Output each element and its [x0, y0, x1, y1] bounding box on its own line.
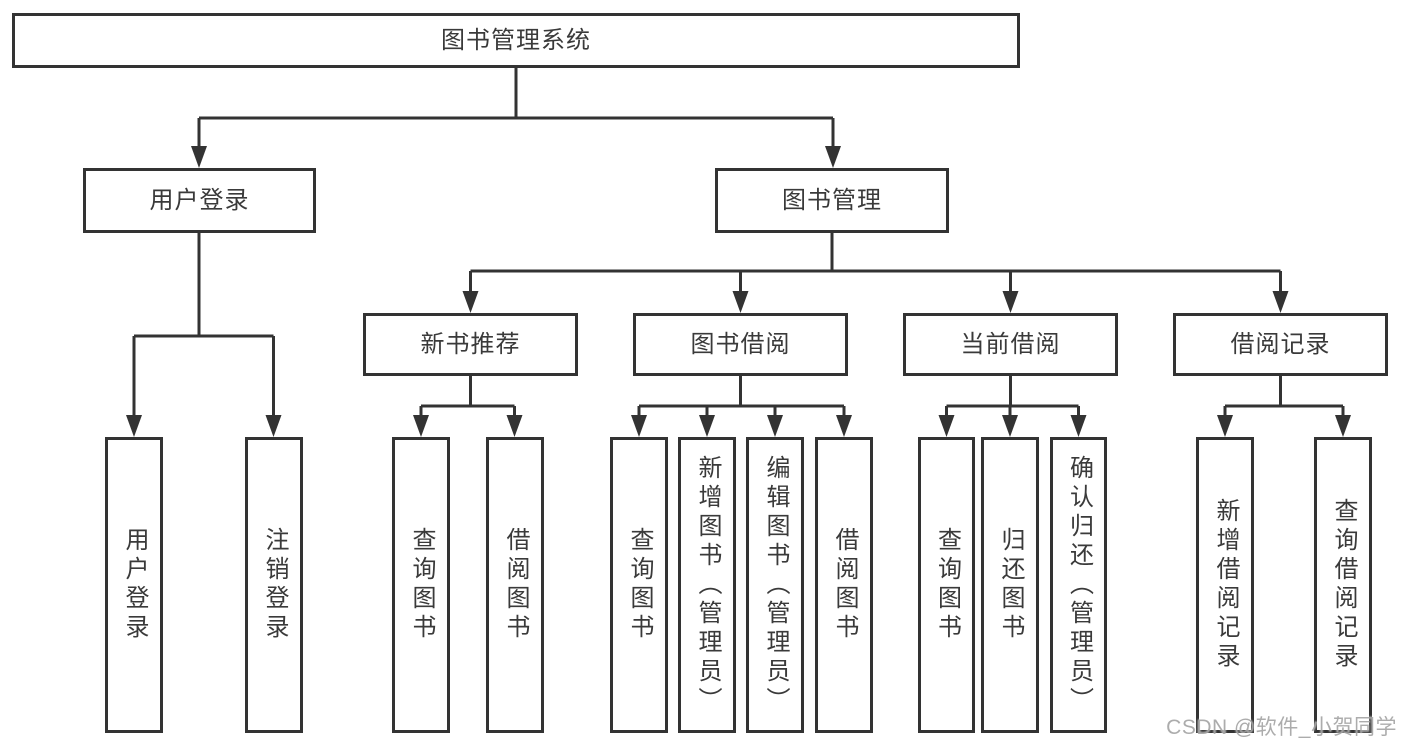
leaf-query-books-current: 查询图书: [918, 437, 975, 733]
node-new-book-recommend: 新书推荐: [363, 313, 578, 376]
root-node-system: 图书管理系统: [12, 13, 1020, 68]
leaf-return-books: 归还图书: [981, 437, 1039, 733]
leaf-user-login: 用户登录: [105, 437, 163, 733]
leaf-query-borrow-record: 查询借阅记录: [1314, 437, 1372, 733]
node-book-borrow: 图书借阅: [633, 313, 848, 376]
leaf-edit-books-admin: 编辑图书（管理员）: [746, 437, 804, 733]
leaf-logout: 注销登录: [245, 437, 303, 733]
leaf-borrow-books-recommend: 借阅图书: [486, 437, 544, 733]
leaf-query-books-borrow: 查询图书: [610, 437, 668, 733]
leaf-borrow-books: 借阅图书: [815, 437, 873, 733]
leaf-add-books-admin: 新增图书（管理员）: [678, 437, 736, 733]
node-book-management: 图书管理: [715, 168, 949, 233]
leaf-add-borrow-record: 新增借阅记录: [1196, 437, 1254, 733]
connector-lines: [132, 68, 1345, 429]
leaf-confirm-return-admin: 确认归还（管理员）: [1050, 437, 1107, 733]
node-borrow-records: 借阅记录: [1173, 313, 1388, 376]
arrowhead-icons: [126, 146, 1351, 437]
node-current-borrow: 当前借阅: [903, 313, 1118, 376]
node-user-login: 用户登录: [83, 168, 316, 233]
csdn-watermark: CSDN @软件_小贺同学: [1166, 716, 1397, 739]
leaf-query-books-recommend: 查询图书: [392, 437, 450, 733]
